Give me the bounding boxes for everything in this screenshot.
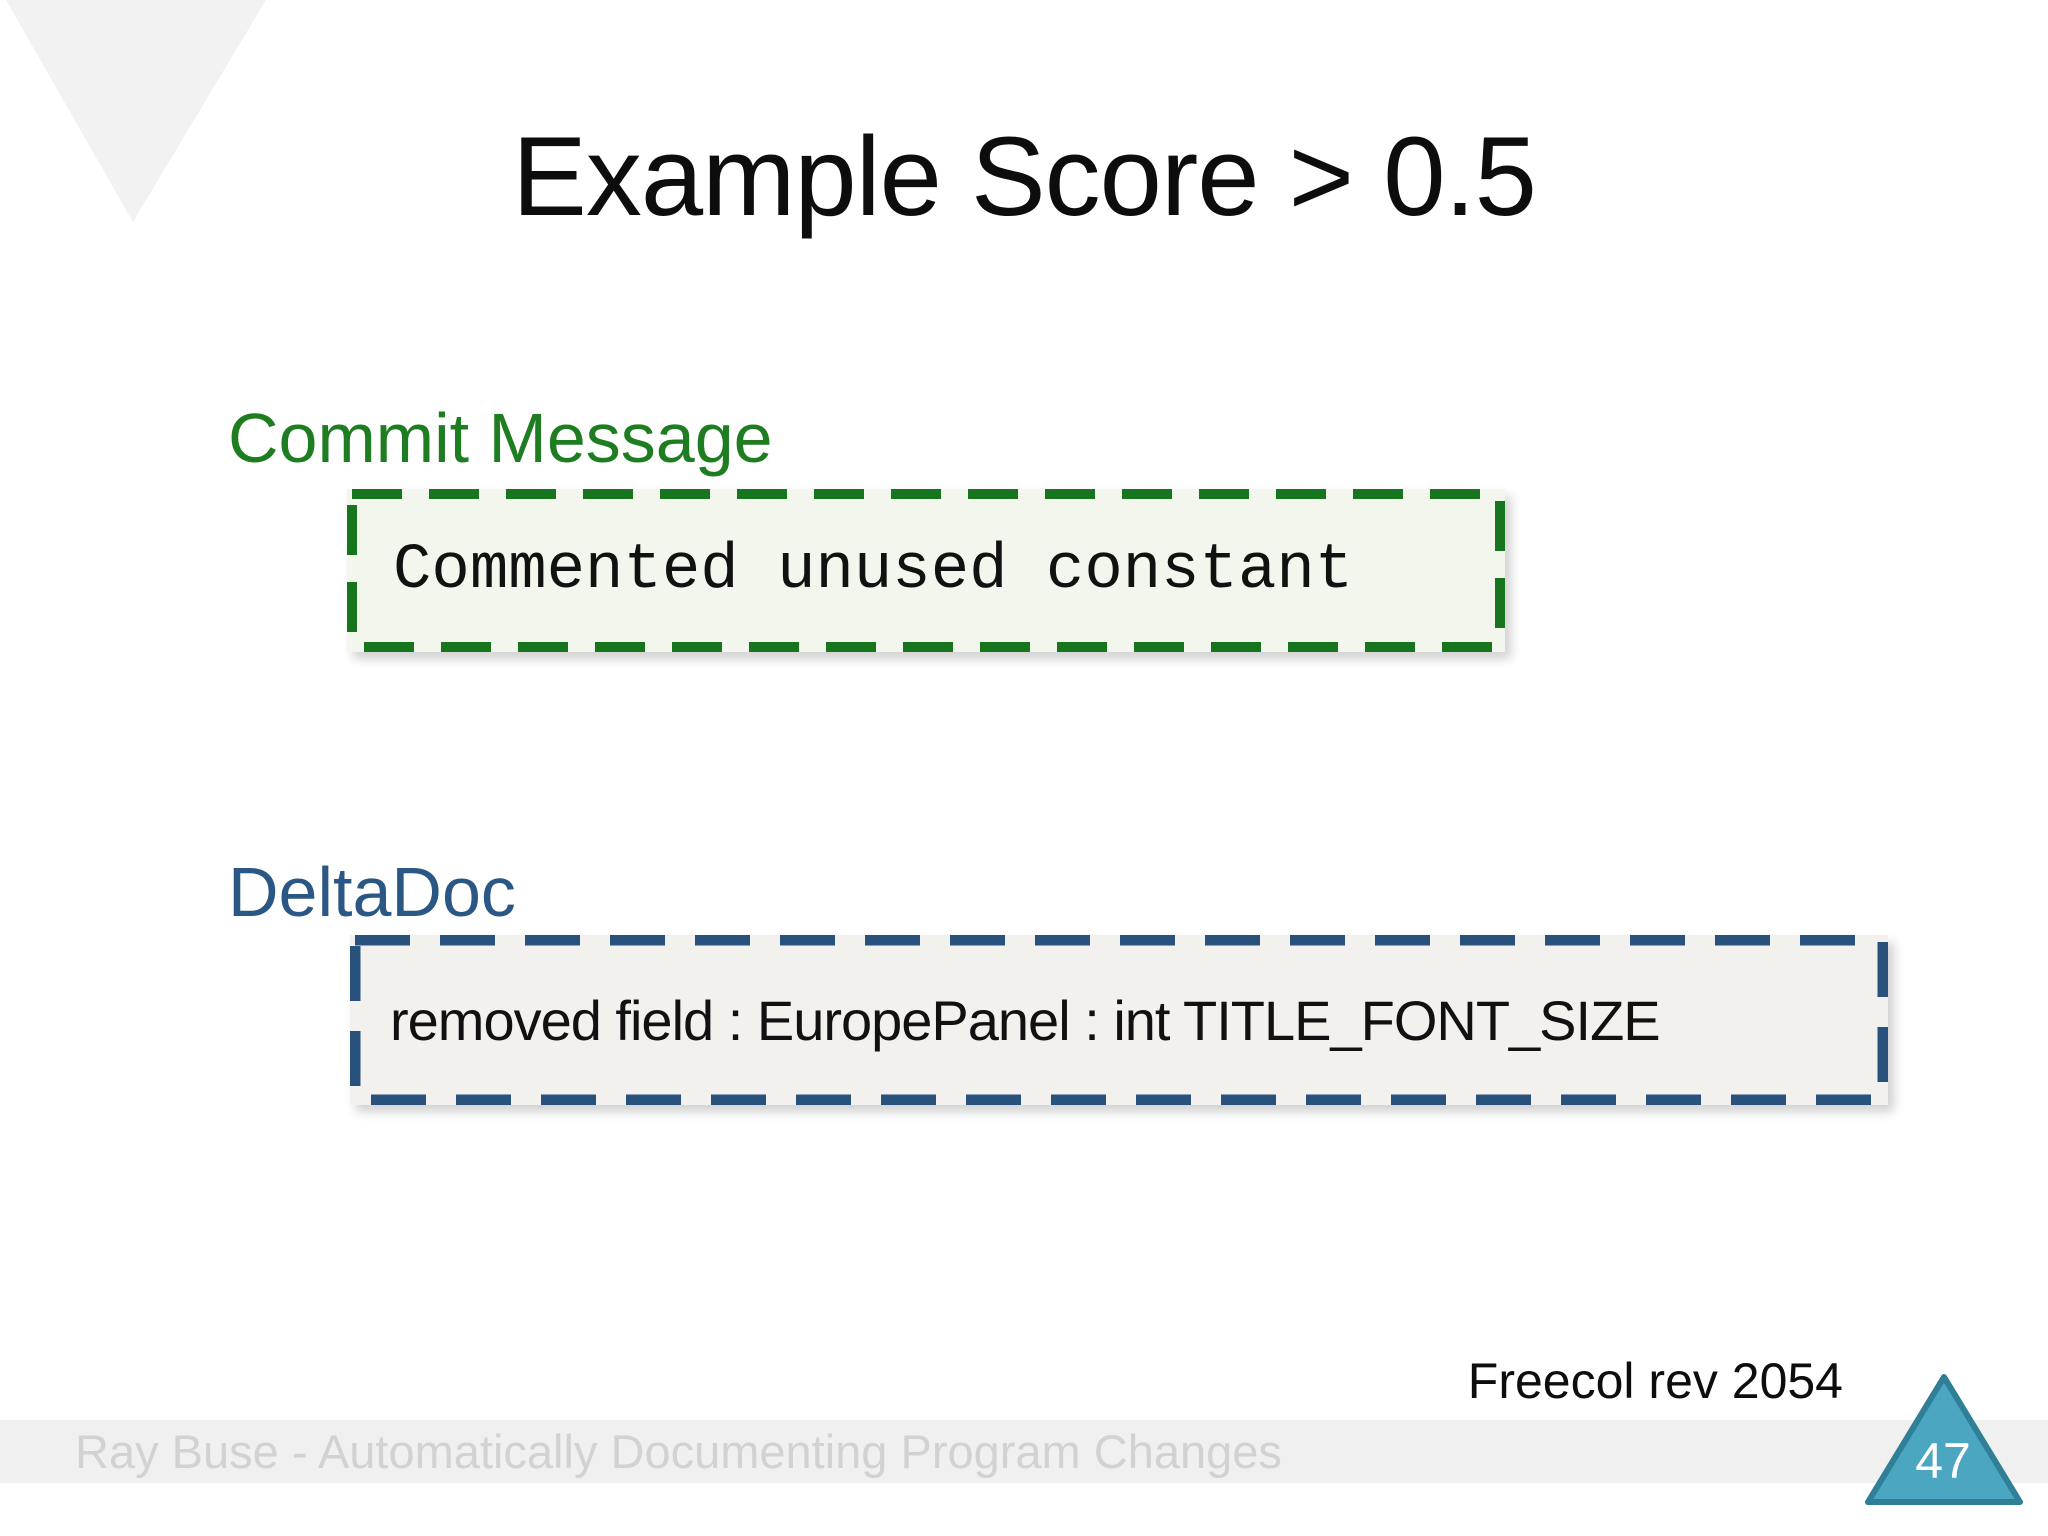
page-number: 47 <box>1915 1433 1971 1489</box>
deltadoc-label: DeltaDoc <box>228 853 516 931</box>
commit-message-text: Commented unused constant <box>393 534 1354 607</box>
deltadoc-text: removed field : EuropePanel : int TITLE_… <box>390 988 1661 1052</box>
page-number-triangle <box>1865 1374 2023 1505</box>
slide-title: Example Score > 0.5 <box>512 114 1537 239</box>
commit-message-label: Commit Message <box>228 399 773 477</box>
commit-message-box: Commented unused constant <box>347 489 1505 652</box>
footer-bar: Ray Buse - Automatically Documenting Pro… <box>0 1420 2048 1483</box>
footer-text: Ray Buse - Automatically Documenting Pro… <box>75 1425 1282 1478</box>
attribution-text: Freecol rev 2054 <box>1467 1353 1843 1409</box>
corner-triangle-decoration <box>6 0 266 222</box>
deltadoc-box: removed field : EuropePanel : int TITLE_… <box>350 935 1888 1105</box>
